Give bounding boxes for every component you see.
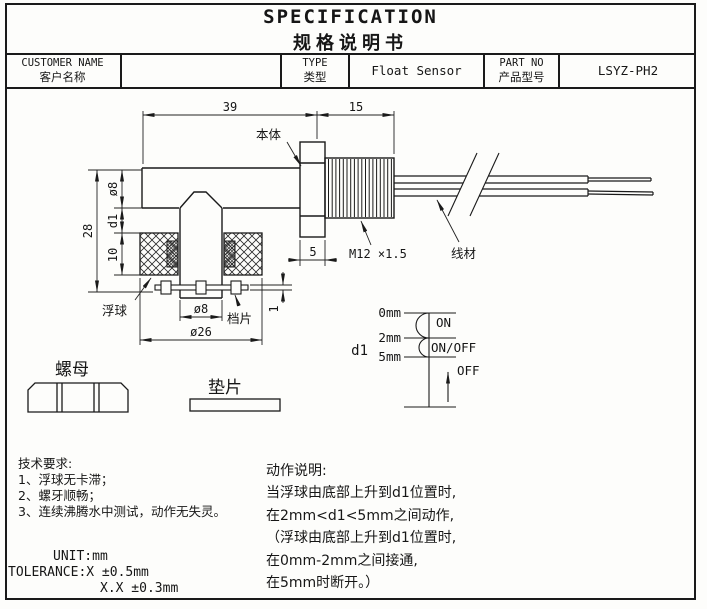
header-cell-partno-label: PART NO 产品型号 — [485, 55, 560, 87]
thread-size-label: M12 ×1.5 — [349, 247, 407, 261]
magnet-right — [223, 240, 236, 268]
header-cell-type-value: Float Sensor — [350, 55, 485, 87]
tolerance-xx: X.X ±0.3mm — [100, 581, 179, 596]
magnet-left — [166, 240, 179, 268]
tube-outline — [141, 167, 300, 209]
dimension-lines — [88, 111, 460, 345]
action-line: 在5mm时断开。） — [266, 575, 380, 592]
customer-name-label-en: CUSTOMER NAME — [21, 57, 104, 70]
label-stopper: 档片 — [227, 311, 252, 326]
switch-pos-2mm: 2mm — [378, 330, 401, 345]
customer-name-label-zh: 客户名称 — [39, 70, 86, 85]
dim-10: 10 — [106, 248, 120, 262]
stopper-leader — [234, 294, 241, 307]
part-no-value: LSYZ-PH2 — [597, 63, 659, 79]
tolerance-x: TOLERANCE:X ±0.5mm — [8, 565, 149, 580]
thread-leader — [360, 220, 372, 246]
action-description: 动作说明: 当浮球由底部上升到d1位置时, 在2mm<d1<5mm之间动作, （… — [266, 460, 456, 594]
stem-peak — [179, 191, 223, 209]
header-table: CUSTOMER NAME 客户名称 TYPE 类型 Float Sensor … — [5, 53, 696, 89]
dim-15: 15 — [349, 100, 363, 114]
dim-dia8-top: ø8 — [106, 182, 120, 196]
wire-break-gap — [448, 153, 499, 216]
stopper-plate — [154, 280, 249, 295]
part-no-label-zh: 产品型号 — [498, 70, 545, 85]
dim-dia8-bottom: ø8 — [194, 302, 208, 316]
float-position-arc-upper — [415, 312, 430, 339]
dim-5: 5 — [309, 245, 316, 259]
unit-note: UNIT:mm — [53, 549, 108, 564]
switch-state-off: OFF — [457, 363, 480, 378]
action-line: （浮球由底部上升到d1位置时, — [266, 530, 457, 547]
action-line: 在2mm<d1<5mm之间动作, — [266, 507, 455, 524]
switch-diagram — [404, 312, 456, 408]
label-wire: 线材 — [451, 246, 476, 261]
label-float: 浮球 — [102, 303, 128, 318]
hex-flange — [299, 141, 326, 238]
sheet-border — [5, 3, 696, 600]
switch-d1-label: d1 — [351, 343, 368, 359]
header-cell-partno-value: LSYZ-PH2 — [560, 55, 696, 87]
switch-pos-0mm: 0mm — [378, 305, 401, 320]
tech-requirements-title: 技术要求: — [18, 456, 73, 471]
action-title: 动作说明: — [266, 463, 327, 479]
header-cell-type-label: TYPE 类型 — [282, 55, 350, 87]
label-washer: 垫片 — [208, 378, 242, 398]
doc-title-en: SPECIFICATION — [263, 6, 438, 28]
float-ball — [139, 232, 263, 276]
label-nut: 螺母 — [55, 360, 89, 380]
dim-dia26: ø26 — [190, 325, 212, 339]
thread-hatch — [328, 159, 392, 217]
tech-requirement-item: 3、连续沸腾水中测试，动作无失灵。 — [18, 504, 226, 519]
type-value: Float Sensor — [371, 63, 462, 79]
dim-plate-1: 1 — [267, 305, 281, 312]
switch-state-on: ON — [436, 315, 451, 330]
sensor-body-outline — [141, 141, 395, 299]
dim-d1: d1 — [106, 214, 120, 228]
float-leader — [134, 277, 152, 301]
switch-state-on-off: ON/OFF — [431, 340, 476, 355]
wires — [394, 175, 654, 197]
title-block: SPECIFICATION 规格说明书 — [5, 3, 696, 54]
type-label-zh: 类型 — [303, 70, 327, 85]
header-cell-customer-label: CUSTOMER NAME 客户名称 — [5, 55, 122, 87]
tech-requirements: 技术要求: 1、浮球无卡滞； 2、螺牙顺畅； 3、连续沸腾水中测试，动作无失灵。 — [18, 456, 226, 520]
body-leader — [286, 141, 302, 167]
label-body: 本体 — [256, 127, 282, 142]
action-line: 当浮球由底部上升到d1位置时, — [266, 485, 457, 502]
header-cell-customer-value — [122, 55, 282, 87]
part-no-label-en: PART NO — [499, 57, 544, 70]
dim-39: 39 — [223, 100, 237, 114]
nut-drawing — [27, 382, 129, 413]
tech-requirement-item: 1、浮球无卡滞； — [18, 472, 114, 487]
doc-title-zh: 规格说明书 — [293, 33, 408, 54]
type-label-en: TYPE — [302, 57, 328, 70]
thread-section — [324, 157, 395, 219]
washer-drawing — [189, 398, 281, 412]
float-position-arc-lower — [418, 337, 430, 358]
wire-break-marks — [447, 152, 500, 217]
switch-pos-5mm: 5mm — [378, 349, 401, 364]
action-line: 在0mm-2mm之间接通, — [266, 552, 418, 569]
dim-28: 28 — [81, 224, 95, 238]
wire-leader — [436, 199, 460, 243]
tech-requirement-item: 2、螺牙顺畅； — [18, 488, 101, 503]
